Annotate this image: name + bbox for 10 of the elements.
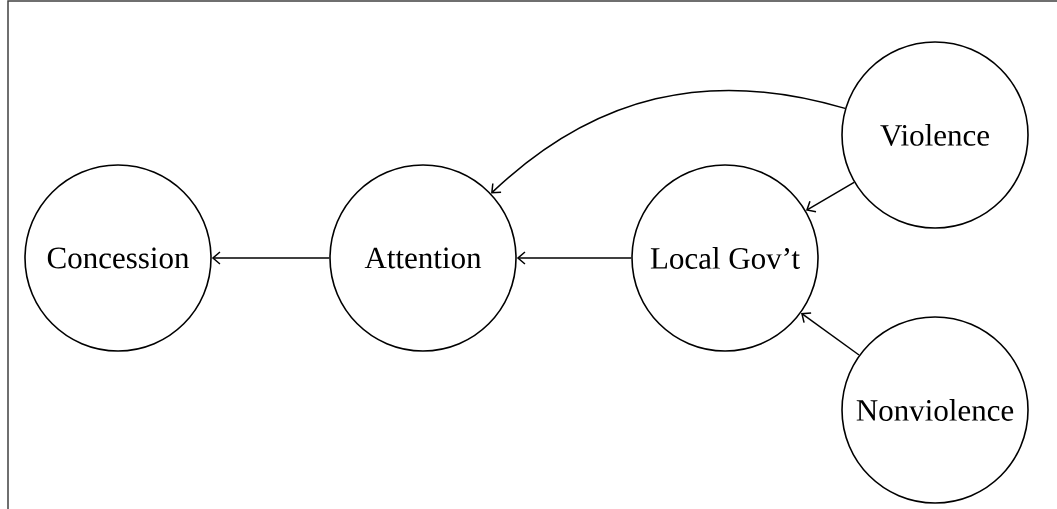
arrow	[211, 251, 330, 265]
arrow	[516, 251, 632, 265]
circle-node: Concession	[24, 164, 212, 352]
circle-node: Local Gov’t	[631, 164, 819, 352]
circle-node: Nonviolence	[841, 316, 1029, 504]
arrow	[801, 312, 860, 356]
circle-node: Violence	[841, 41, 1029, 229]
arrow	[491, 89, 846, 194]
circle-node: Attention	[329, 164, 517, 352]
arrow	[805, 181, 855, 213]
